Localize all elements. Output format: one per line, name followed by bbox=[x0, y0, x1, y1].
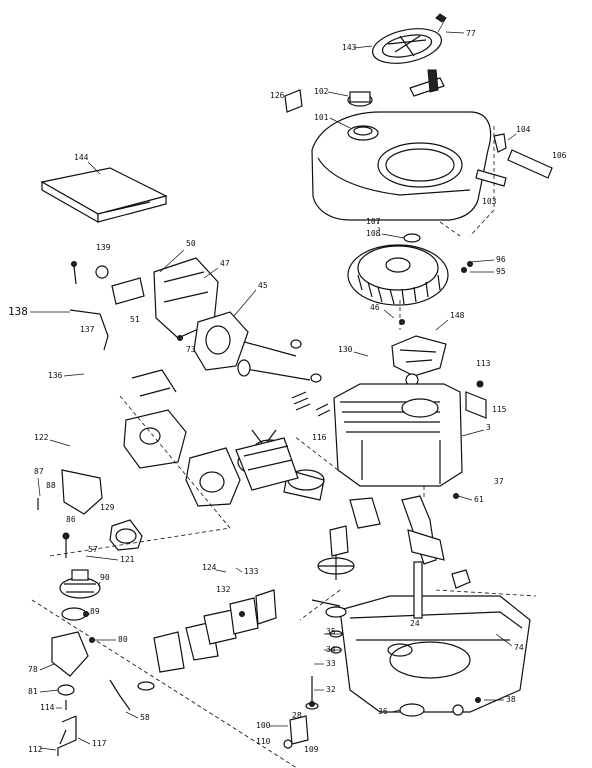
part-label: 57 bbox=[88, 545, 98, 554]
part-label: 136 bbox=[48, 371, 63, 380]
part-label: 58 bbox=[140, 713, 150, 722]
part-label: 45 bbox=[258, 281, 268, 290]
part-label: 24 bbox=[410, 619, 420, 628]
air-filter bbox=[40, 167, 168, 224]
assembly-guides bbox=[31, 126, 537, 768]
part-label: 122 bbox=[34, 433, 49, 442]
flywheel bbox=[347, 233, 449, 306]
air-cleaner-base bbox=[69, 257, 219, 351]
dipstick-tube bbox=[305, 676, 319, 710]
part-label: 32 bbox=[326, 685, 336, 694]
part-label: 34 bbox=[326, 645, 336, 654]
fasteners bbox=[37, 261, 484, 707]
part-label: 37 bbox=[494, 477, 504, 486]
part-label: 139 bbox=[96, 243, 111, 252]
part-label: 73 bbox=[186, 345, 196, 354]
part-label: 88 bbox=[46, 481, 56, 490]
camshaft bbox=[311, 525, 355, 654]
part-label: 107 bbox=[366, 217, 381, 226]
part-label: 104 bbox=[516, 125, 531, 134]
part-label: 89 bbox=[90, 607, 100, 616]
part-label: 3 bbox=[486, 423, 491, 432]
part-label: 144 bbox=[74, 153, 89, 162]
part-label: 87 bbox=[34, 467, 44, 476]
part-label: 74 bbox=[514, 643, 524, 652]
part-label: 90 bbox=[100, 573, 110, 582]
part-label: 102 bbox=[314, 87, 329, 96]
part-label: 101 bbox=[314, 113, 329, 122]
part-label: 138 bbox=[8, 305, 28, 318]
part-label: 110 bbox=[256, 737, 271, 746]
part-label: 124 bbox=[202, 563, 217, 572]
part-label: 109 bbox=[304, 745, 319, 754]
part-label: 108 bbox=[366, 229, 381, 238]
part-label: 103 bbox=[482, 197, 497, 206]
part-label: 95 bbox=[496, 267, 506, 276]
part-label: 61 bbox=[474, 495, 484, 504]
part-label: 35 bbox=[326, 627, 336, 636]
ignition-coil bbox=[391, 335, 447, 387]
part-label: 121 bbox=[120, 555, 135, 564]
part-label: 106 bbox=[552, 151, 567, 160]
part-label: 78 bbox=[28, 665, 38, 674]
part-label: 77 bbox=[466, 29, 476, 38]
part-label: 126 bbox=[270, 91, 285, 100]
part-label: 81 bbox=[28, 687, 38, 696]
part-label: 28 bbox=[292, 711, 302, 720]
part-label: 86 bbox=[66, 515, 76, 524]
part-label: 132 bbox=[216, 585, 231, 594]
blower-housing bbox=[284, 89, 553, 221]
part-label: 133 bbox=[244, 567, 259, 576]
part-label: 100 bbox=[256, 721, 271, 730]
part-label: 46 bbox=[370, 303, 380, 312]
part-label: 47 bbox=[220, 259, 230, 268]
part-label: 114 bbox=[40, 703, 55, 712]
part-label: 112 bbox=[28, 745, 43, 754]
muffler bbox=[235, 437, 299, 491]
part-label: 96 bbox=[496, 255, 506, 264]
part-label: 116 bbox=[312, 433, 327, 442]
breather-assembly bbox=[283, 715, 309, 749]
crankshaft bbox=[401, 495, 471, 619]
part-label: 117 bbox=[92, 739, 107, 748]
part-labels: 77 143 126 102 101 104 106 103 144 107 1… bbox=[8, 29, 567, 754]
part-label: 115 bbox=[492, 405, 507, 414]
part-label: 113 bbox=[476, 359, 491, 368]
part-label: 148 bbox=[450, 311, 465, 320]
intake-gasket bbox=[193, 311, 249, 371]
part-label: 80 bbox=[118, 635, 128, 644]
part-label: 130 bbox=[338, 345, 353, 354]
part-label: 129 bbox=[100, 503, 115, 512]
part-label: 38 bbox=[506, 695, 516, 704]
part-label: 33 bbox=[326, 659, 336, 668]
part-label: 137 bbox=[80, 325, 95, 334]
part-label: 36 bbox=[378, 707, 388, 716]
valves bbox=[229, 331, 331, 417]
cylinder-block bbox=[333, 383, 487, 487]
part-label: 143 bbox=[342, 43, 357, 52]
fuel-tank bbox=[61, 469, 143, 551]
part-label: 50 bbox=[186, 239, 196, 248]
fuel-line-parts bbox=[51, 631, 89, 756]
crankcase bbox=[339, 595, 531, 717]
part-label: 51 bbox=[130, 315, 140, 324]
carburetor bbox=[123, 369, 241, 507]
fuel-cap bbox=[59, 569, 101, 621]
governor-links bbox=[109, 589, 277, 711]
recoil-starter bbox=[372, 13, 447, 97]
